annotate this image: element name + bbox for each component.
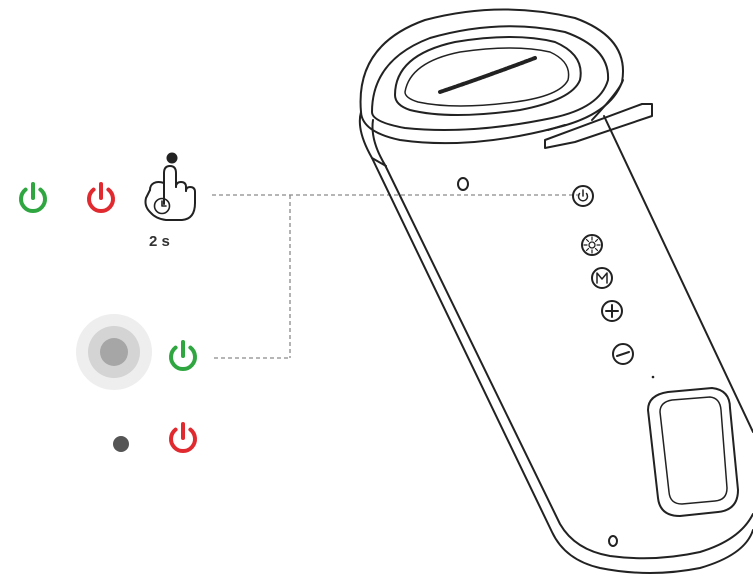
led-lit-indicator bbox=[76, 314, 152, 390]
hand-press-hold-icon bbox=[144, 152, 196, 221]
speaker-button-volume-down bbox=[612, 343, 634, 365]
speaker-strap bbox=[544, 103, 653, 149]
speaker-body-outline bbox=[358, 111, 753, 574]
led-off-indicator bbox=[113, 436, 129, 452]
power-off-icon bbox=[87, 182, 115, 213]
speaker-top-opening bbox=[394, 36, 582, 116]
speaker-button-power bbox=[572, 185, 594, 207]
power-on-icon bbox=[169, 340, 197, 371]
speaker-illustration bbox=[358, 8, 753, 574]
power-off-icon bbox=[169, 422, 197, 453]
speaker-button-light bbox=[581, 234, 603, 256]
speaker-port-cover bbox=[647, 387, 739, 517]
hold-duration-label: 2 s bbox=[149, 233, 170, 250]
speaker-button-mode bbox=[591, 267, 613, 289]
connector-lines bbox=[212, 194, 578, 359]
speaker-top-rim bbox=[359, 8, 624, 145]
speaker-button-volume-up bbox=[601, 300, 623, 322]
power-on-icon bbox=[19, 182, 47, 213]
